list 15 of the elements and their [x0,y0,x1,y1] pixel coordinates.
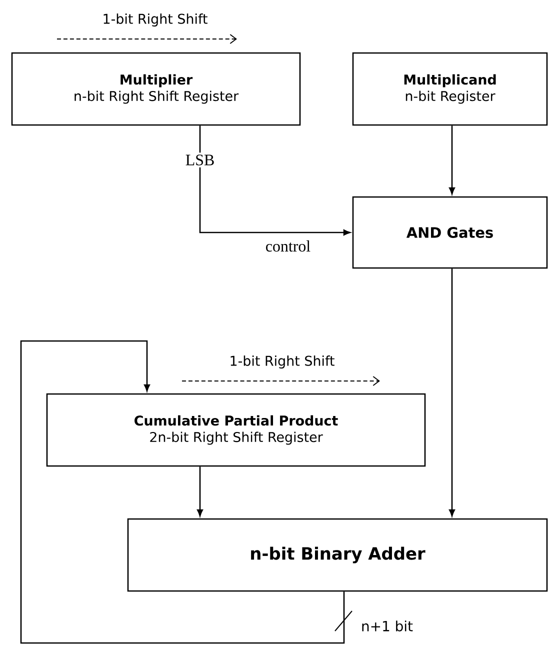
gate-box: AND Gates [352,196,548,269]
arrow [449,126,455,194]
arrow [449,268,455,516]
adder-box: n-bit Binary Adder [127,518,548,592]
shift-label: 1-bit Right Shift [230,356,334,368]
register-box: Multiplicand n-bit Register [352,52,548,126]
register-box: Multiplier n-bit Right Shift Register [11,52,301,126]
edge-label: n+1 bit [360,620,414,632]
register-box: Cumulative Partial Product 2n-bit Right Shift Register [46,393,426,467]
arrow [197,466,203,516]
edge-label: LSB [183,152,217,168]
arrow [20,340,345,644]
signal-label: control [266,240,310,252]
shift-label: 1-bit Right Shift [104,14,208,27]
arrow [199,126,350,236]
